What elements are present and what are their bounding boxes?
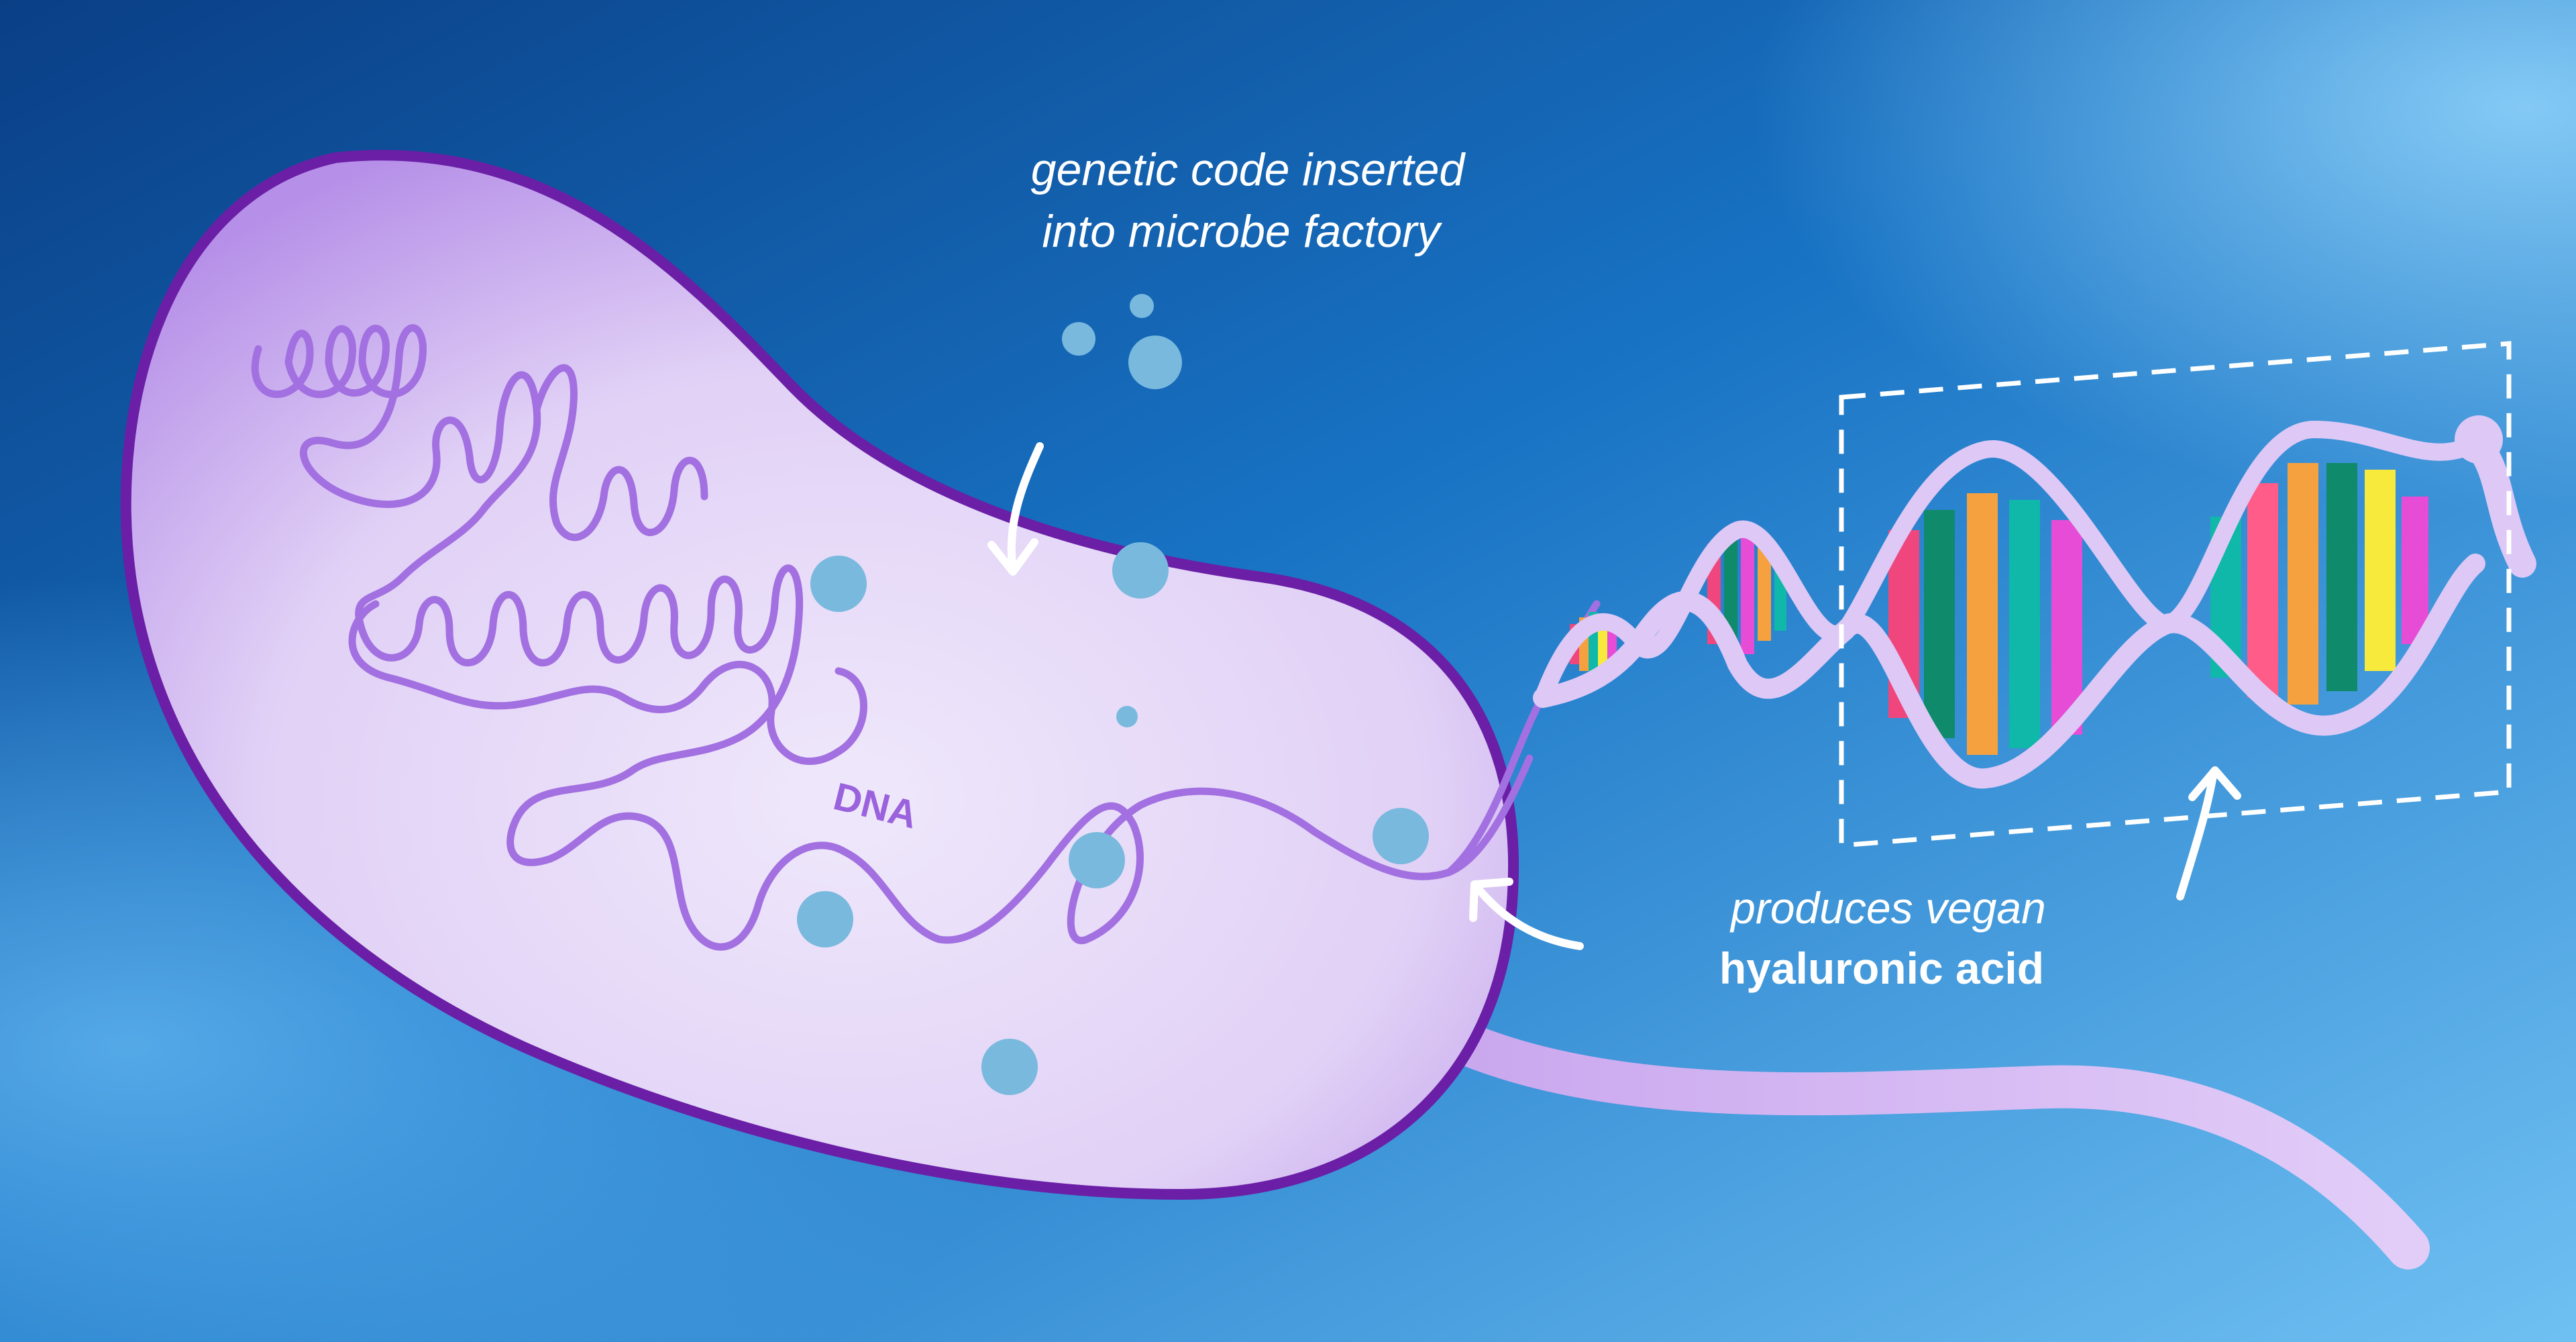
coiled-dna xyxy=(251,324,1534,951)
base-pairs xyxy=(1570,463,2428,755)
bubbles xyxy=(797,294,1429,1095)
base-pair xyxy=(2326,463,2357,691)
bubble xyxy=(1130,294,1154,318)
top-caption-line2: into microbe factory xyxy=(1042,206,1442,257)
dna-helix xyxy=(1533,415,2536,789)
bubble xyxy=(1112,542,1169,599)
base-pair xyxy=(2402,497,2428,644)
up-arrow-icon xyxy=(2176,766,2241,900)
bubble xyxy=(1128,336,1182,389)
base-pair xyxy=(1758,547,1771,641)
bottom-caption-line1: produces vegan xyxy=(1729,883,2046,933)
bubble xyxy=(797,891,853,947)
base-pair xyxy=(2247,483,2278,698)
bubble xyxy=(1069,832,1125,888)
base-pair xyxy=(1924,510,1955,738)
flagellum xyxy=(1407,1005,2430,1270)
base-pair xyxy=(2288,463,2318,705)
base-pair xyxy=(2365,470,2396,671)
top-caption-line1: genetic code inserted xyxy=(1031,144,1466,195)
base-pair xyxy=(2009,500,2040,748)
base-pair xyxy=(1967,493,1998,755)
bubble xyxy=(1062,322,1095,356)
bubble xyxy=(981,1039,1038,1095)
down-arrow-icon xyxy=(987,442,1044,576)
base-pair xyxy=(1741,533,1754,654)
bubble xyxy=(1373,808,1429,864)
highlight-dashed-box xyxy=(1839,341,2512,848)
helix-strand-top xyxy=(1534,420,2484,707)
bubble xyxy=(810,556,867,612)
microbe-cell xyxy=(120,150,1519,1200)
helix-strand-bottom xyxy=(1533,554,2485,789)
helix-end-knob xyxy=(2455,415,2503,464)
curved-arrow-icon xyxy=(1469,878,1584,950)
bottom-caption-line2: hyaluronic acid xyxy=(1719,943,2044,993)
bubble xyxy=(1116,706,1138,727)
